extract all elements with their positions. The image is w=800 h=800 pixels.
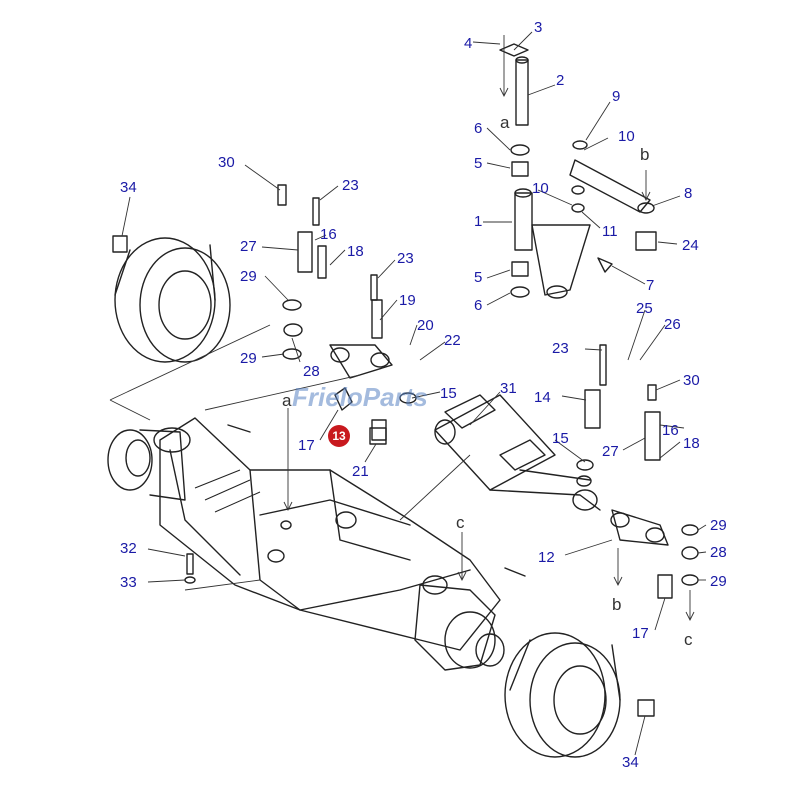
callout-14[interactable]: 14: [534, 389, 551, 406]
reference-letters: a a b b c c: [282, 113, 693, 649]
callout-18[interactable]: 18: [347, 243, 364, 260]
reference-letter-b: b: [612, 595, 621, 614]
callout-10[interactable]: 10: [618, 128, 635, 145]
nut-21: [369, 427, 387, 445]
callout-11[interactable]: 11: [602, 223, 618, 240]
reference-letter-c: c: [456, 513, 465, 532]
callout-29[interactable]: 29: [710, 517, 727, 534]
callout-5[interactable]: 5: [474, 269, 482, 286]
callout-16[interactable]: 16: [662, 422, 679, 439]
callout-28[interactable]: 28: [303, 363, 320, 380]
watermark: FrieloParts: [292, 382, 428, 412]
callout-8[interactable]: 8: [684, 185, 692, 202]
right-wheel-rim: [504, 632, 621, 758]
callout-23[interactable]: 23: [397, 250, 414, 267]
callout-1[interactable]: 1: [474, 213, 482, 230]
reference-letter-b: b: [640, 145, 649, 164]
callout-9[interactable]: 9: [612, 88, 620, 105]
bolt-32: [186, 553, 194, 575]
reference-letter-a: a: [500, 113, 510, 132]
callout-27[interactable]: 27: [240, 238, 257, 255]
callout-29[interactable]: 29: [710, 573, 727, 590]
nut-34-right: [637, 699, 655, 717]
callout-2[interactable]: 2: [556, 72, 564, 89]
callout-30[interactable]: 30: [218, 154, 235, 171]
bolt-left-axle: [227, 424, 251, 433]
callout-18[interactable]: 18: [683, 435, 700, 452]
callout-15[interactable]: 15: [440, 385, 457, 402]
callout-15[interactable]: 15: [552, 430, 569, 447]
left-wheel-rim: [114, 237, 231, 363]
washer-15: [576, 459, 594, 471]
callout-30[interactable]: 30: [683, 372, 700, 389]
callout-33[interactable]: 33: [120, 574, 137, 591]
callout-20[interactable]: 20: [417, 317, 434, 334]
reference-letter-c: c: [684, 630, 693, 649]
callout-22[interactable]: 22: [444, 332, 461, 349]
callout-6[interactable]: 6: [474, 120, 482, 137]
callout-29[interactable]: 29: [240, 268, 257, 285]
nut-34-left: [112, 235, 128, 253]
callout-31[interactable]: 31: [500, 380, 517, 397]
washer-33: [184, 576, 196, 584]
callout-10[interactable]: 10: [532, 180, 549, 197]
hardware: [112, 184, 657, 717]
callout-34[interactable]: 34: [622, 754, 639, 771]
grease-fitting-30-right: [647, 384, 657, 401]
steering-link-left: [282, 231, 393, 441]
callout-29[interactable]: 29: [240, 350, 257, 367]
callout-5[interactable]: 5: [474, 155, 482, 172]
left-hub: [107, 427, 191, 501]
highlight-label: 13: [332, 429, 346, 443]
callout-34[interactable]: 34: [120, 179, 137, 196]
bolt-23-a: [312, 197, 320, 226]
callout-27[interactable]: 27: [602, 443, 619, 460]
callout-21[interactable]: 21: [352, 463, 369, 480]
pin-assembly: [499, 43, 657, 299]
callout-17[interactable]: 17: [632, 625, 649, 642]
bolt-23-c: [599, 344, 607, 386]
highlighted-callout[interactable]: 13: [328, 425, 350, 447]
reference-arrows: [283, 35, 695, 622]
callout-12[interactable]: 12: [538, 549, 555, 566]
bolt-right-axle: [504, 567, 526, 577]
right-hub: [414, 575, 505, 671]
callout-25[interactable]: 25: [636, 300, 653, 317]
callout-7[interactable]: 7: [646, 277, 654, 294]
callout-26[interactable]: 26: [664, 316, 681, 333]
callout-16[interactable]: 16: [320, 226, 337, 243]
washer-15-b: [399, 392, 417, 404]
grease-fitting-30-left: [277, 184, 287, 206]
callout-19[interactable]: 19: [399, 292, 416, 309]
bolt-23-b: [370, 274, 378, 301]
callout-6[interactable]: 6: [474, 297, 482, 314]
callout-17[interactable]: 17: [298, 437, 315, 454]
callout-28[interactable]: 28: [710, 544, 727, 561]
axle-housing: [159, 417, 501, 651]
callout-23[interactable]: 23: [552, 340, 569, 357]
steering-link-right: [584, 389, 699, 599]
callout-32[interactable]: 32: [120, 540, 137, 557]
reference-letter-a: a: [282, 391, 292, 410]
leader-lines: [121, 31, 707, 756]
steering-cylinder: [434, 394, 601, 511]
callout-4[interactable]: 4: [464, 35, 472, 52]
callout-24[interactable]: 24: [682, 237, 699, 254]
callout-3[interactable]: 3: [534, 19, 542, 36]
frame-lines: [109, 324, 471, 591]
callout-23[interactable]: 23: [342, 177, 359, 194]
